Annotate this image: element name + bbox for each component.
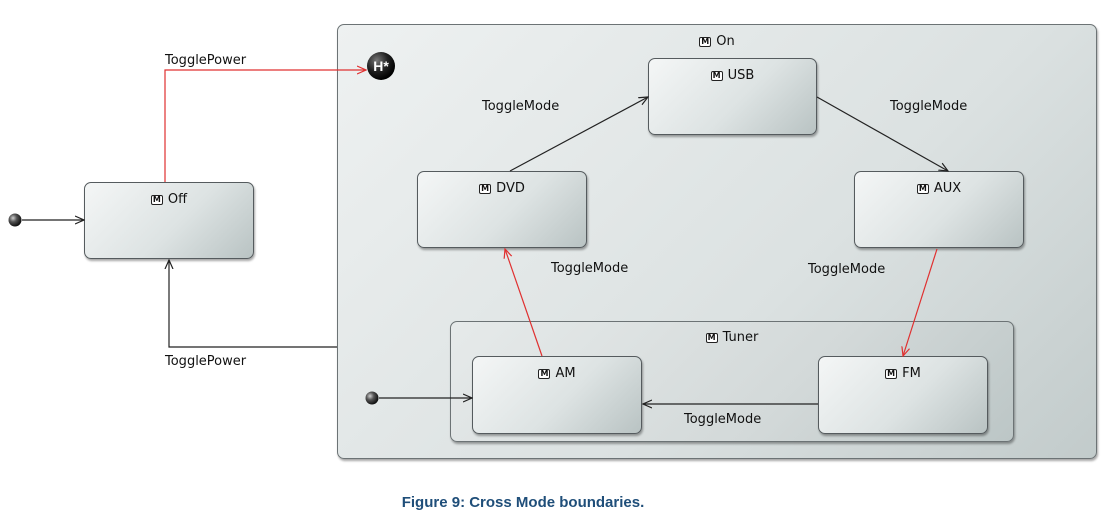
- state-dvd-label: DVD: [496, 181, 525, 196]
- state-machine-icon: M: [916, 183, 929, 194]
- state-machine-icon: M: [538, 368, 551, 379]
- transition-toggle-power-off: [169, 260, 337, 348]
- state-aux[interactable]: M AUX: [854, 171, 1024, 248]
- state-machine-icon: M: [479, 183, 492, 194]
- state-aux-label: AUX: [933, 181, 962, 196]
- state-machine-icon: M: [710, 70, 723, 81]
- transition-toggle-power-on: [164, 70, 366, 182]
- state-machine-icon: M: [705, 332, 718, 343]
- state-usb[interactable]: M USB: [648, 58, 817, 135]
- state-machine-icon: M: [885, 368, 898, 379]
- state-on-label: On: [716, 34, 735, 49]
- initial-pseudostate: [8, 213, 22, 227]
- state-dvd[interactable]: M DVD: [417, 171, 587, 248]
- state-off[interactable]: M Off: [84, 182, 254, 259]
- state-on-header: M On: [338, 34, 1096, 49]
- state-am[interactable]: M AM: [472, 356, 642, 434]
- state-machine-icon: M: [699, 36, 712, 47]
- state-off-label: Off: [167, 192, 188, 207]
- figure-caption: Figure 9: Cross Mode boundaries.: [401, 494, 645, 511]
- state-usb-label: USB: [727, 68, 755, 83]
- transition-toggle-power-off-label: TogglePower: [164, 354, 247, 369]
- state-fm-label: FM: [902, 366, 921, 381]
- state-am-label: AM: [555, 366, 576, 381]
- state-tuner-header: M Tuner: [451, 330, 1013, 345]
- transition-toggle-power-on-label: TogglePower: [164, 53, 247, 68]
- state-fm[interactable]: M FM: [818, 356, 988, 434]
- state-tuner-label: Tuner: [722, 330, 759, 345]
- state-machine-icon: M: [150, 194, 163, 205]
